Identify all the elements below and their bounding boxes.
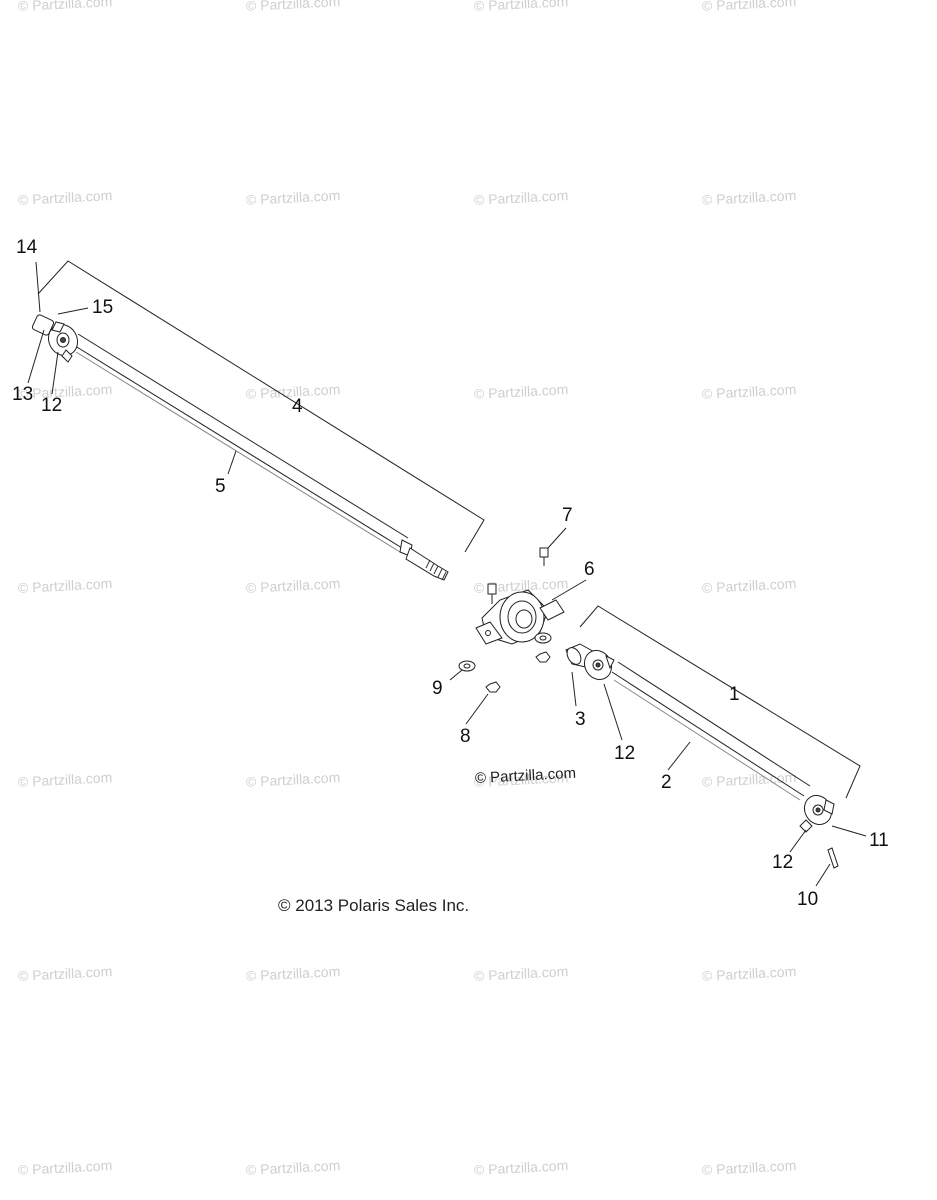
callout-2: 2 (661, 772, 672, 793)
callout-12-lower: 12 (772, 852, 794, 873)
copyright-text: © 2013 Polaris Sales Inc. (278, 896, 470, 915)
callout-12-rear: 12 (614, 743, 636, 764)
callout-5: 5 (215, 476, 226, 497)
rear-prop-shaft (565, 605, 867, 887)
front-prop-shaft (27, 260, 485, 581)
callout-9: 9 (432, 678, 443, 699)
bracket-line-1 (579, 605, 861, 799)
callout-10: 10 (797, 889, 819, 910)
callout-15: 15 (92, 297, 114, 318)
carrier-bearing-assembly (449, 527, 587, 725)
callout-11: 11 (869, 830, 889, 851)
callout-7: 7 (562, 505, 573, 526)
bracket-line-4 (37, 260, 485, 553)
callout-4: 4 (292, 396, 303, 417)
callout-6: 6 (584, 559, 595, 580)
callout-14: 14 (16, 237, 38, 258)
callout-13: 13 (12, 384, 34, 405)
callout-1: 1 (729, 684, 740, 705)
callout-3: 3 (575, 709, 586, 730)
callout-12-front: 12 (41, 395, 63, 416)
callout-8: 8 (460, 726, 471, 747)
